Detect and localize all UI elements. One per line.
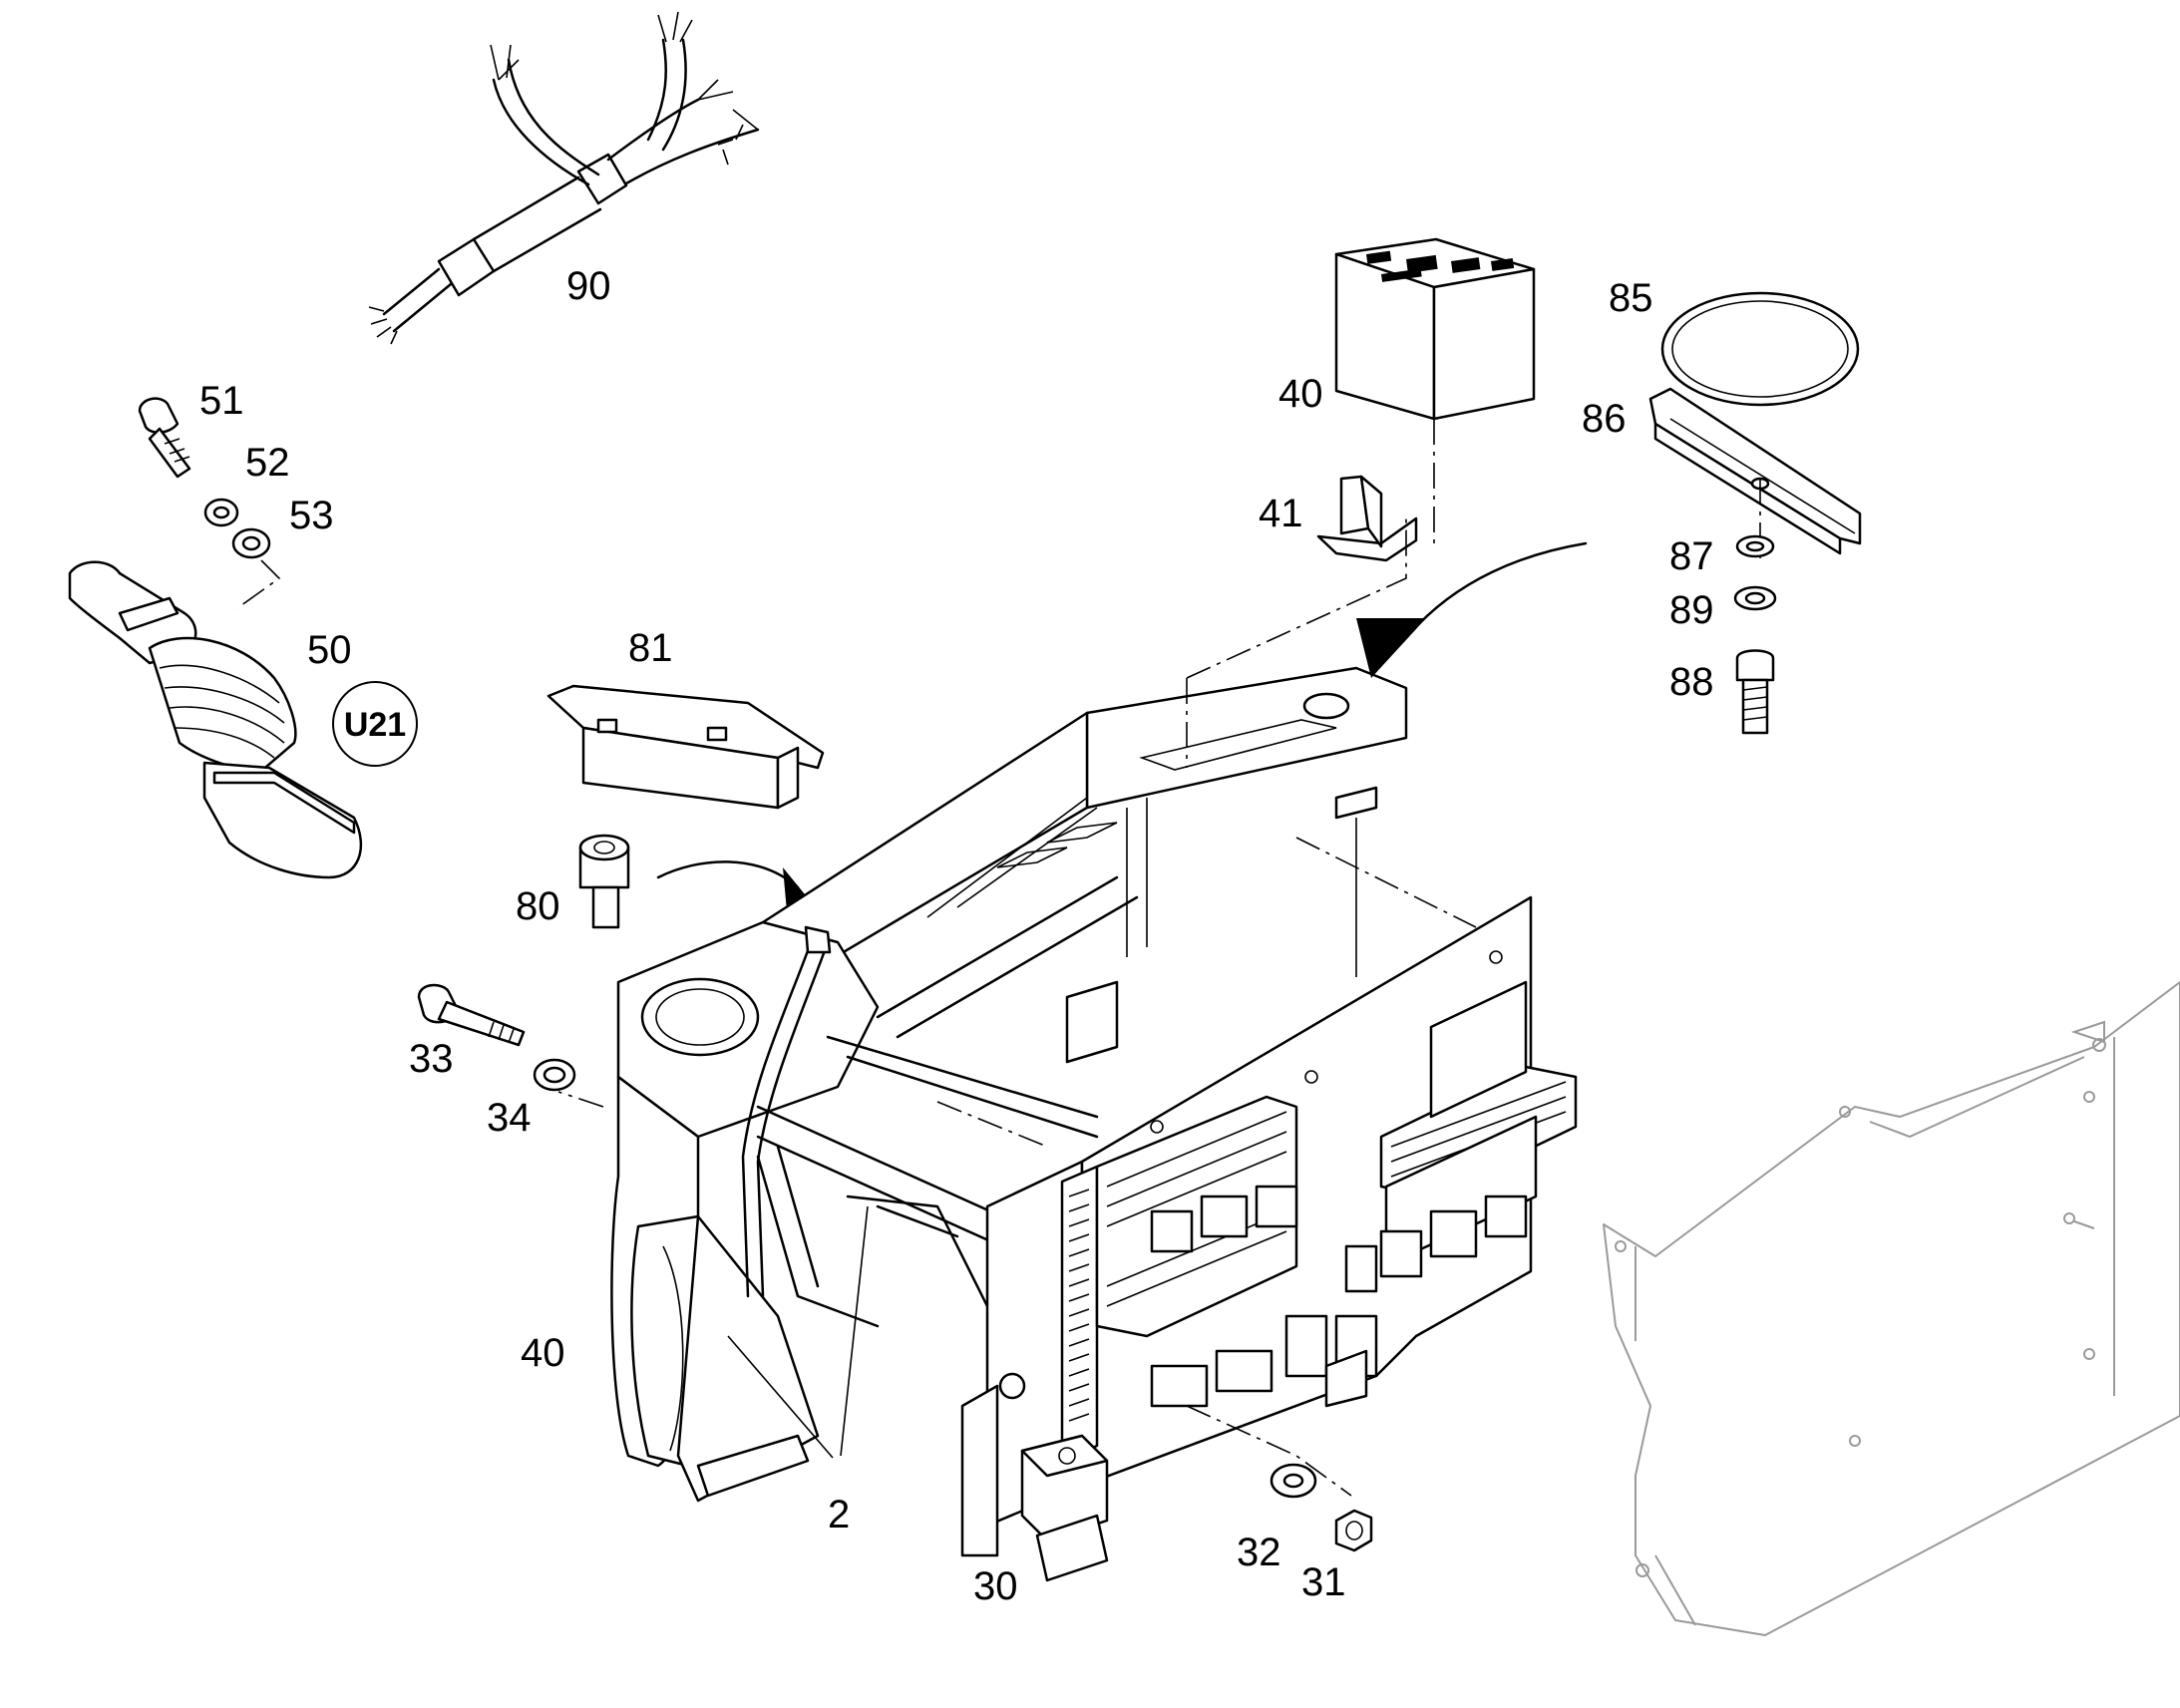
callout-89: 89 — [1669, 588, 1714, 632]
circuit-board — [557, 895, 1578, 1582]
callout-80: 80 — [516, 884, 560, 928]
callout-81: 81 — [628, 626, 673, 670]
callout-85: 85 — [1609, 276, 1653, 320]
connector-part — [1316, 475, 1418, 562]
u21-badge-text: U21 — [344, 706, 406, 744]
mount-bracket-group — [1648, 291, 1862, 735]
callout-labels: 90 51 52 53 50 81 80 40 41 85 86 87 89 8… — [199, 264, 1714, 1608]
callout-33: 33 — [409, 1037, 454, 1081]
callout-40-side: 40 — [521, 1331, 565, 1375]
callout-88: 88 — [1669, 660, 1714, 704]
callout-34: 34 — [487, 1096, 532, 1140]
callout-90: 90 — [566, 264, 611, 308]
callout-31: 31 — [1301, 1560, 1346, 1604]
u21-badge: U21 — [332, 681, 418, 767]
callout-52: 52 — [245, 441, 290, 485]
side-cover-panel — [1603, 981, 2180, 1636]
control-module — [1334, 237, 1536, 543]
fasteners-33-34 — [417, 983, 576, 1092]
callout-2: 2 — [828, 1493, 850, 1537]
callout-86: 86 — [1582, 397, 1627, 441]
callout-50: 50 — [307, 628, 352, 672]
callout-51: 51 — [199, 379, 244, 423]
callout-32: 32 — [1237, 1531, 1281, 1574]
callout-30: 30 — [973, 1564, 1018, 1608]
console-frame — [610, 518, 1588, 1503]
fasteners-31-32 — [1270, 1463, 1373, 1552]
joystick-group — [68, 397, 363, 879]
cover-tray — [546, 684, 825, 810]
callout-41: 41 — [1259, 492, 1303, 535]
callout-53: 53 — [289, 494, 334, 537]
callout-40-top: 40 — [1278, 372, 1323, 416]
cable-harness — [368, 11, 760, 345]
leader-lines-2 — [727, 1205, 869, 1459]
callout-87: 87 — [1669, 534, 1714, 578]
